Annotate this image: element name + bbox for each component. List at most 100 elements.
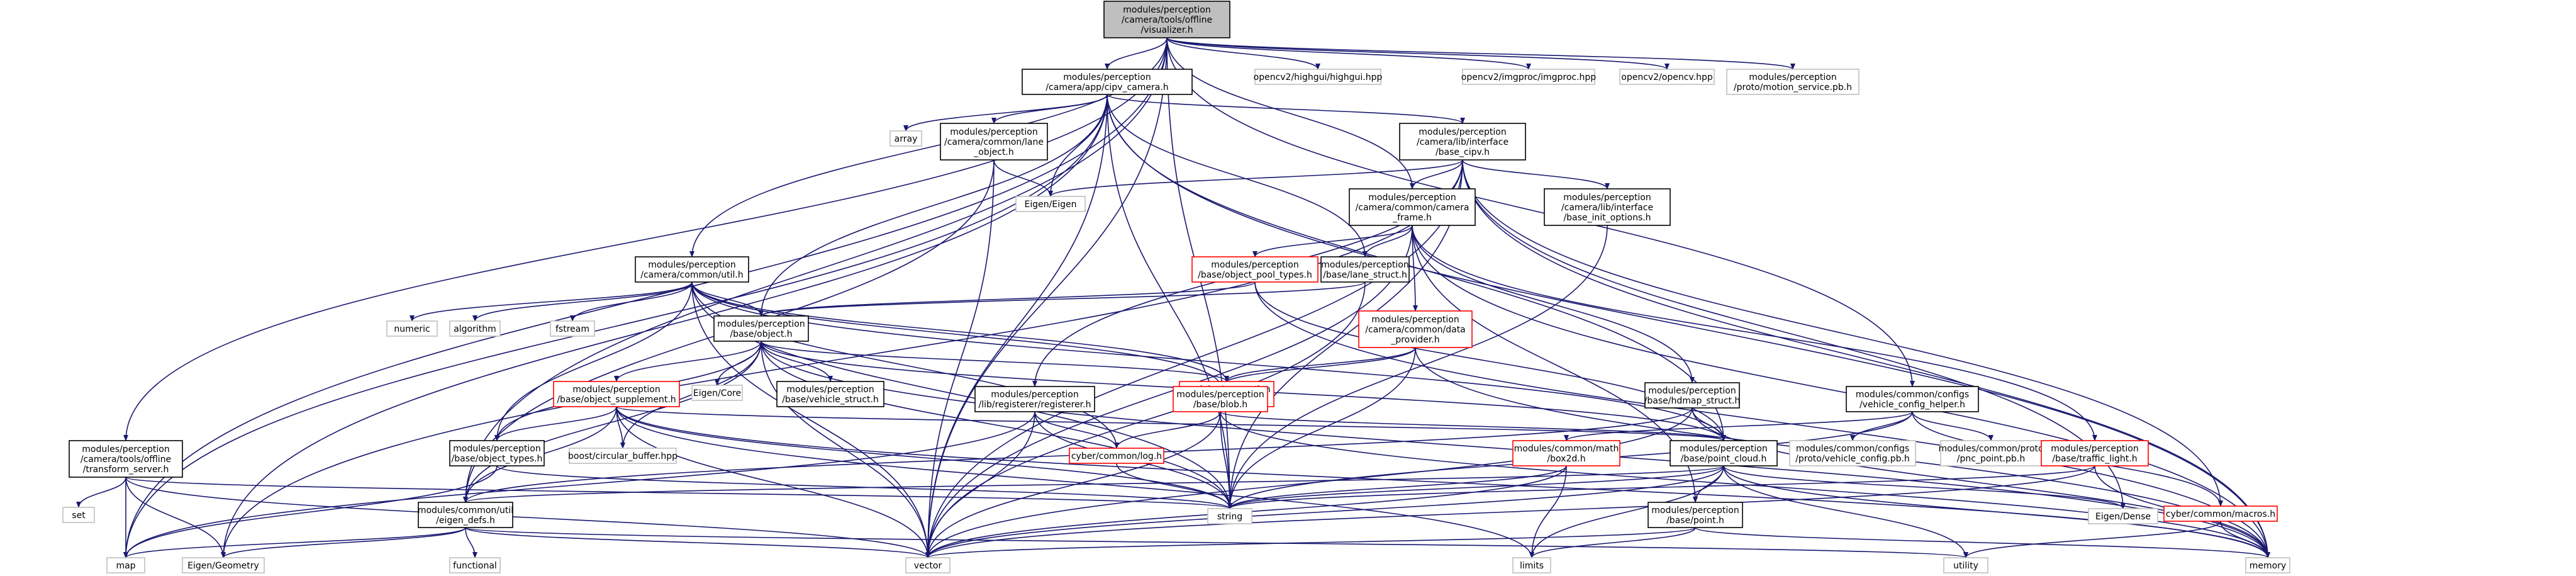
node-pnc-point-pb[interactable]: modules/common/proto/pnc_point.pb.h <box>1938 440 2044 466</box>
edge-eigen_defs-to-functional <box>465 527 477 558</box>
node-label-line: /eigen_defs.h <box>436 516 495 526</box>
node-eigen-eigen[interactable]: Eigen/Eigen <box>1015 196 1086 212</box>
node-box <box>1358 310 1473 348</box>
node-box2d[interactable]: modules/common/math/box2d.h <box>1512 440 1620 466</box>
node-numeric[interactable]: numeric <box>386 320 438 337</box>
node-box <box>1670 440 1778 466</box>
node-cyber-log[interactable]: cyber/common/log.h <box>1069 448 1164 464</box>
node-traffic-light[interactable]: modules/perception/base/traffic_light.h <box>2041 440 2149 466</box>
edge-box2d-to-limits <box>1529 465 1567 558</box>
node-set[interactable]: set <box>62 507 95 523</box>
node-box <box>889 130 922 147</box>
node-label-line: modules/perception <box>1419 127 1506 137</box>
edge-camera_util-to-object_types <box>494 281 693 441</box>
node-algorithm[interactable]: algorithm <box>449 320 501 337</box>
node-camera-util[interactable]: modules/perception/camera/common/util.h <box>635 256 749 283</box>
node-vehicle-config-helper[interactable]: modules/common/configs/vehicle_config_he… <box>1846 386 1979 412</box>
edge-cyber_macros-to-memory <box>2220 521 2270 558</box>
node-circular-buffer[interactable]: boost/circular_buffer.hpp <box>568 448 677 464</box>
edge-point_cloud-to-limits <box>1529 465 1724 558</box>
node-visualizer[interactable]: modules/perception/camera/tools/offline/… <box>1103 1 1230 38</box>
node-camera-frame[interactable]: modules/perception/camera/common/camera_… <box>1349 188 1476 226</box>
edge-cyber_macros-to-utility <box>1963 521 2221 558</box>
node-memory[interactable]: memory <box>2245 557 2290 573</box>
node-label-line: /transform_server.h <box>83 465 169 475</box>
node-label-line: /base/hdmap_struct.h <box>1644 396 1741 406</box>
node-box <box>691 385 743 401</box>
node-imgproc[interactable]: opencv2/imgproc/imgproc.hpp <box>1461 69 1596 85</box>
node-object-supplement[interactable]: modules/perception/base/object_supplemen… <box>553 381 680 407</box>
edge-eigen_defs-to-map <box>123 527 466 558</box>
node-opencv[interactable]: opencv2/opencv.hpp <box>1619 69 1715 85</box>
node-label-line: modules/perception <box>1749 72 1836 82</box>
node-vehicle-config-pb[interactable]: modules/common/configs/proto/vehicle_con… <box>1789 440 1916 466</box>
node-box <box>2088 508 2158 524</box>
edge-cyber_log-to-string <box>1116 463 1232 509</box>
node-label-line: modules/perception <box>786 385 874 395</box>
node-base-object[interactable]: modules/perception/base/object.h <box>713 315 809 342</box>
edge-camera_util-to-fstream <box>570 281 693 322</box>
edge-visualizer-to-eigen_defs <box>463 37 1168 503</box>
edge-lane_object-to-vector <box>925 159 995 558</box>
node-vehicle-struct[interactable]: modules/perception/base/vehicle_struct.h <box>776 381 884 407</box>
node-hdmap-struct[interactable]: modules/perception/base/hdmap_struct.h <box>1644 382 1741 409</box>
node-base-blob[interactable]: modules/perception/base/blob.h <box>1173 386 1268 412</box>
node-string[interactable]: string <box>1207 508 1252 524</box>
node-box <box>1015 196 1086 212</box>
node-label-line: modules/perception <box>1368 193 1456 203</box>
node-transform-server[interactable]: modules/perception/camera/tools/offline/… <box>69 440 183 478</box>
edge-traffic_light-to-vector <box>925 465 2095 558</box>
edge-base_object-to-string <box>761 341 1232 509</box>
node-point-cloud[interactable]: modules/perception/base/point_cloud.h <box>1670 440 1778 466</box>
edge-register-to-cyber_log <box>1034 411 1119 449</box>
node-label-line: set <box>72 511 86 521</box>
edge-base_object-to-base_image <box>761 341 1229 382</box>
node-eigen-dense[interactable]: Eigen/Dense <box>2088 508 2158 524</box>
node-box <box>1726 69 1860 95</box>
node-eigen-geometry[interactable]: Eigen/Geometry <box>182 557 265 573</box>
node-box <box>1648 502 1743 528</box>
node-label-line: /base/object_pool_types.h <box>1198 270 1312 280</box>
node-map[interactable]: map <box>106 557 145 573</box>
node-box <box>776 381 884 407</box>
edge-transform_server-to-set <box>76 477 126 508</box>
node-box <box>418 502 513 528</box>
node-label-line: /base_cipv.h <box>1436 147 1490 157</box>
node-base-point[interactable]: modules/perception/base/point.h <box>1648 502 1743 528</box>
node-base-cipv[interactable]: modules/perception/camera/lib/interface/… <box>1399 123 1526 161</box>
node-eigen-defs[interactable]: modules/common/util/eigen_defs.h <box>418 502 513 528</box>
node-label-line: cyber/common/macros.h <box>2166 509 2275 519</box>
node-box <box>635 256 749 283</box>
node-cipv-camera[interactable]: modules/perception/camera/app/cipv_camer… <box>1022 69 1193 95</box>
node-label-line: Eigen/Dense <box>2095 512 2151 522</box>
node-vector[interactable]: vector <box>905 557 951 573</box>
node-label-line: /base/traffic_light.h <box>2052 454 2137 464</box>
node-box <box>1619 69 1715 85</box>
node-lane-struct[interactable]: modules/perception/base/lane_struct.h <box>1320 256 1410 283</box>
node-label-line: /vehicle_config_helper.h <box>1860 400 1965 410</box>
node-data-provider[interactable]: modules/perception/camera/common/data_pr… <box>1358 310 1473 348</box>
node-array[interactable]: array <box>889 130 922 147</box>
edge-base_cipv-to-base_init_options <box>1462 159 1610 189</box>
node-fstream[interactable]: fstream <box>550 320 595 337</box>
edge-camera_util-to-algorithm <box>472 281 693 322</box>
node-limits[interactable]: limits <box>1512 557 1551 573</box>
node-functional[interactable]: functional <box>449 557 501 573</box>
edge-visualizer-to-cipv_camera <box>1105 37 1168 70</box>
node-eigen-core[interactable]: Eigen/Core <box>691 385 743 401</box>
node-label-line: /proto/motion_service.pb.h <box>1734 82 1852 93</box>
node-register[interactable]: modules/perception/lib/registerer/regist… <box>974 386 1095 412</box>
node-motion-service[interactable]: modules/perception/proto/motion_service.… <box>1726 69 1860 95</box>
node-highgui[interactable]: opencv2/highgui/highgui.hpp <box>1254 69 1383 85</box>
edge-object_supplement-to-vector <box>616 406 930 558</box>
node-cyber-macros[interactable]: cyber/common/macros.h <box>2163 505 2278 522</box>
edge-base_blob-to-point_cloud <box>1220 411 1726 441</box>
edge-base_cipv-to-vector <box>925 159 1463 558</box>
node-lane-object[interactable]: modules/perception/camera/common/lane_ob… <box>940 123 1048 161</box>
node-object-types[interactable]: modules/perception/base/object_types.h <box>449 440 545 466</box>
node-base-init-options[interactable]: modules/perception/camera/lib/interface/… <box>1544 188 1671 226</box>
node-object-pool-types[interactable]: modules/perception/base/object_pool_type… <box>1191 256 1319 283</box>
node-box <box>69 440 183 478</box>
node-utility[interactable]: utility <box>1943 557 1988 573</box>
edge-camera_util-to-cyber_log <box>691 281 1119 449</box>
